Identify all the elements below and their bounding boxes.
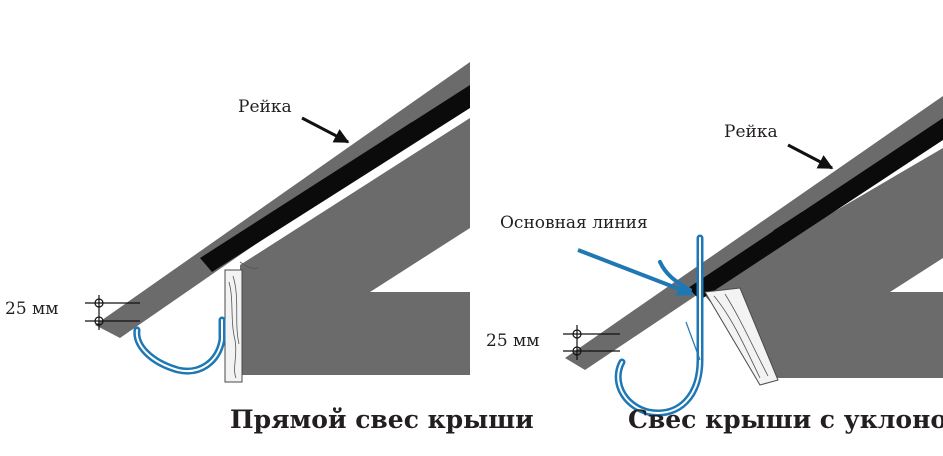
baseline-arrow bbox=[577, 248, 694, 297]
batten-block-right-2 bbox=[860, 156, 898, 188]
rafter-notch-left bbox=[370, 228, 470, 292]
rafter-left bbox=[240, 118, 470, 375]
roof-sheet-left bbox=[95, 62, 470, 338]
roof-sheet-right bbox=[565, 96, 943, 370]
straight-overhang-diagram: Рейка 25 мм Прямой свес крыши bbox=[5, 62, 534, 434]
baseline-label: Основная линия bbox=[500, 213, 648, 233]
sloped-overhang-diagram: Рейка Основная линия 25 мм Свес крыши с … bbox=[486, 96, 943, 434]
dimension-label-right: 25 мм bbox=[486, 331, 539, 351]
rafter-notch-right bbox=[890, 258, 943, 292]
rail-arrow-right bbox=[787, 143, 834, 170]
caption-right: Свес крыши с уклоном bbox=[628, 405, 943, 434]
rail-label-left: Рейка bbox=[238, 97, 292, 117]
batten-block-left-2 bbox=[383, 122, 421, 154]
fascia-board-left bbox=[224, 269, 243, 383]
rafter-right bbox=[700, 148, 943, 378]
batten-block-right-1 bbox=[773, 212, 811, 244]
rail-label-right: Рейка bbox=[724, 122, 778, 142]
fascia-board-right bbox=[704, 287, 779, 386]
batten-block-left-1 bbox=[296, 178, 334, 210]
dimension-label-left: 25 мм bbox=[5, 299, 58, 319]
rail-arrow-left bbox=[301, 116, 350, 144]
caption-left: Прямой свес крыши bbox=[230, 405, 534, 434]
